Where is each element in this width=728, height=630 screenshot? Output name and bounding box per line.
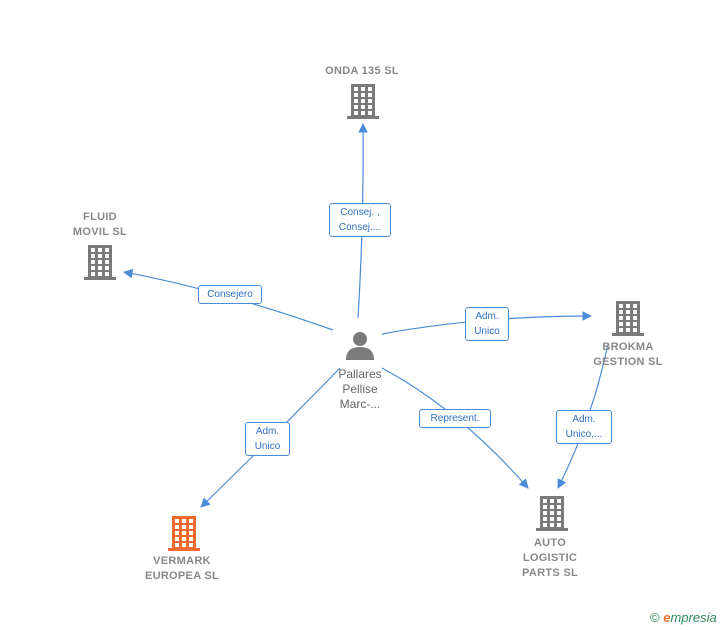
person-icon[interactable] — [346, 332, 374, 360]
edge-label-vermark: Adm. Unico — [245, 422, 290, 456]
edge-label-brokma-auto: Adm. Unico,... — [556, 410, 612, 444]
copyright-icon: © — [650, 610, 660, 625]
company-label-fluid[interactable]: FLUID MOVIL SL — [72, 211, 128, 238]
building-icon-vermark[interactable] — [168, 516, 200, 551]
company-label-brokma[interactable]: BROKMA GESTION SL — [593, 341, 663, 368]
company-label-onda[interactable]: ONDA 135 SL — [325, 65, 399, 77]
company-label-auto[interactable]: AUTO LOGISTIC PARTS SL — [522, 537, 578, 579]
edge-label-fluid: Consejero — [198, 285, 262, 304]
person-name[interactable]: Pallares Pellise Marc-... — [338, 367, 382, 411]
brand-initial: e — [663, 610, 671, 625]
footer-brand: © empresia — [650, 610, 717, 625]
building-icon-auto[interactable] — [536, 496, 568, 531]
brand-name: mpresia — [670, 610, 717, 625]
building-icon-fluid[interactable] — [84, 245, 116, 280]
building-icon-brokma[interactable] — [612, 301, 644, 336]
edge-auto-from-person — [381, 367, 529, 489]
company-label-vermark[interactable]: VERMARK EUROPEA SL — [144, 555, 220, 582]
edge-label-brokma: Adm. Unico — [465, 307, 509, 341]
building-icon-onda[interactable] — [347, 84, 379, 119]
edge-label-auto: Represent. — [419, 409, 491, 428]
edge-label-onda: Consej. , Consej.... — [329, 203, 391, 237]
